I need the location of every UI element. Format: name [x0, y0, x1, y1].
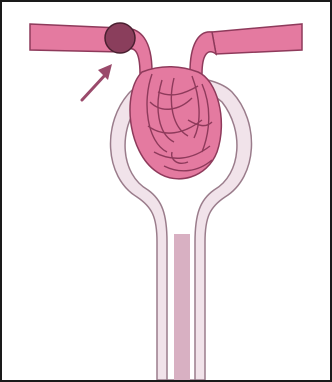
efferent-limb: [190, 32, 216, 74]
pointer-arrow: [82, 64, 112, 100]
proximal-tubule-lumen: [174, 234, 190, 380]
renal-corpuscle-diagram: [2, 2, 330, 380]
juxtaglomerular-apparatus: [105, 23, 135, 53]
efferent-arteriole: [212, 24, 302, 54]
